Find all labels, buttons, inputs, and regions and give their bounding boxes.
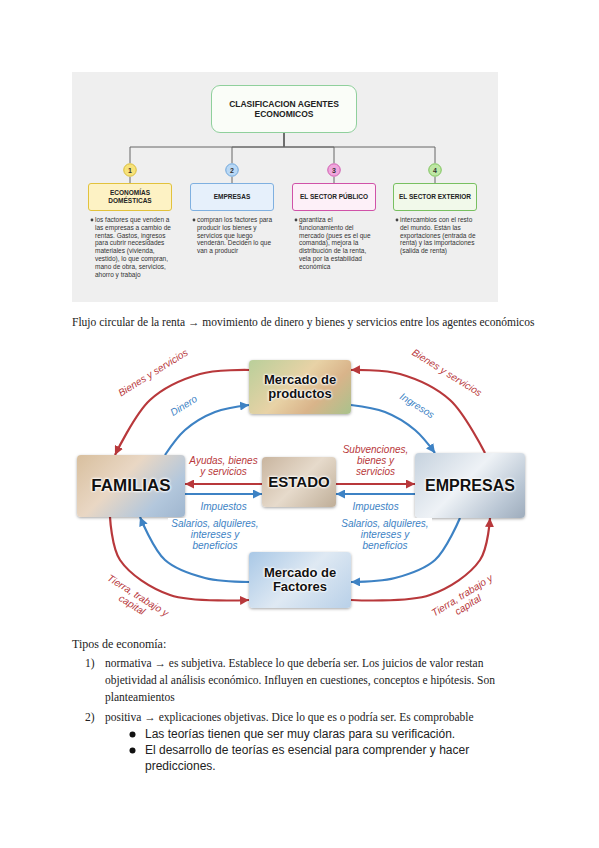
category-box: EL SECTOR EXTERIOR [393, 183, 477, 211]
bullet-dot [90, 218, 94, 222]
category-box: EMPRESAS [190, 183, 274, 211]
flow-label: Impuestos [200, 501, 248, 512]
bullet-text: intercambios con el resto del mundo. Est… [400, 216, 477, 255]
flow-label: Salarios, alquileres, intereses y benefi… [338, 518, 432, 551]
section-heading: Tipos de economía: [72, 636, 534, 652]
node-text: Mercado de Factores [255, 566, 345, 595]
node-text: EMPRESAS [214, 193, 250, 201]
list-number-slot: 2) [85, 709, 95, 726]
bullet-text: compran los factores para producir los b… [197, 216, 274, 255]
circle-shape [226, 164, 239, 177]
node-text: FAMILIAS [91, 477, 170, 496]
agent-photo-box: ESTADO [262, 457, 336, 507]
circle-shape [429, 164, 442, 177]
flow-label: Tierra, trabajo y capital [429, 572, 502, 629]
node-text: EMPRESAS [425, 477, 515, 495]
number-circle: 4 [428, 163, 442, 177]
bullet-dot [294, 218, 298, 222]
bullet-row: El desarrollo de teorías es esencial par… [72, 742, 534, 774]
bullet-dot [129, 731, 136, 738]
node-text: EL SECTOR EXTERIOR [399, 193, 471, 201]
flow-arrow [336, 493, 415, 495]
bullet-dot [395, 218, 399, 222]
bullet-item: garantiza el funcionamiento del mercado … [292, 216, 376, 271]
flow-label: Subvenciones, bienes y servicios [339, 444, 413, 477]
list-text: positiva → explicaciones objetivas. Dice… [105, 709, 534, 726]
node-text: EL SECTOR PÚBLICO [300, 193, 368, 201]
tree-connector [130, 133, 284, 163]
bullet-dot [192, 218, 196, 222]
number-circle: 3 [327, 163, 341, 177]
node-text: 3 [332, 167, 336, 174]
node-text: ECONOMÍAS DOMÉSTICAS [92, 189, 168, 205]
tree-connector [232, 133, 284, 163]
list-row: 2) positiva → explicaciones objetivas. Di… [72, 709, 534, 726]
category-box: ECONOMÍAS DOMÉSTICAS [88, 183, 172, 211]
flow-label: Tierra, trabajo y capital [99, 572, 172, 629]
number-circle: 1 [123, 163, 137, 177]
tree-connector [284, 133, 435, 163]
flow-label: Dinero [167, 392, 200, 418]
agent-photo-box: EMPRESAS [415, 453, 525, 518]
paragraph: Flujo circular de la renta → movimiento … [72, 314, 547, 331]
node-text: ESTADO [268, 474, 329, 491]
bullet-item: los factores que venden a las empresas a… [88, 216, 172, 278]
flow-label: Ayudas, bienes y servicios [188, 455, 260, 477]
node-text: 1 [128, 167, 132, 174]
tree-connector [284, 133, 334, 163]
flow-arrow [185, 493, 262, 495]
flow-arrow [336, 483, 415, 485]
flow-label: Bienes y servicios [115, 346, 190, 399]
agent-photo-box: FAMILIAS [77, 455, 185, 517]
heading-row: Tipos de economía: [72, 636, 534, 652]
bullet-text: Las teorías tienen que ser muy claras pa… [145, 726, 534, 742]
flow-label: Salarios, alquileres, intereses y benefi… [168, 518, 262, 551]
flow-label: Bienes y servicios [409, 346, 484, 399]
bullet-dot [129, 747, 136, 754]
market-photo-box: Mercado de Factores [249, 552, 351, 608]
bullet-text: El desarrollo de teorías es esencial par… [145, 742, 534, 774]
category-box: EL SECTOR PÚBLICO [292, 183, 376, 211]
circle-shape [124, 164, 137, 177]
market-photo-box: Mercado de productos [249, 360, 351, 414]
flow-label: Ingresos [397, 390, 437, 421]
node-text: 4 [433, 167, 437, 174]
number-circle: 2 [225, 163, 239, 177]
paragraph-text: Flujo circular de la renta → movimiento … [72, 314, 547, 331]
bullet-text: los factores que venden a las empresas a… [95, 216, 172, 278]
list-number: 1) [85, 655, 95, 672]
list-row: 1) normativa → es subjetiva. Establece lo… [72, 655, 534, 706]
mindmap-panel [72, 72, 498, 302]
bullet-text: garantiza el funcionamiento del mercado … [299, 216, 376, 271]
node-text: CLASIFICACION AGENTES ECONOMICOS [220, 99, 348, 119]
mindmap-title-box: CLASIFICACION AGENTES ECONOMICOS [211, 85, 357, 133]
flow-arrow [185, 483, 262, 485]
bullet-item: compran los factores para producir los b… [190, 216, 274, 255]
node-text: 2 [230, 167, 234, 174]
circle-shape [328, 164, 341, 177]
text-section: Tipos de economía: 1) normativa → es subj… [72, 636, 534, 774]
node-text: Mercado de productos [255, 373, 345, 402]
flow-label: Impuestos [352, 501, 400, 512]
list-number: 2) [85, 709, 95, 726]
bullet-row: Las teorías tienen que ser muy claras pa… [72, 726, 534, 742]
bullet-item: intercambios con el resto del mundo. Est… [393, 216, 477, 255]
list-text: normativa → es subjetiva. Establece lo q… [105, 655, 534, 706]
list-number-slot: 1) [85, 655, 95, 672]
